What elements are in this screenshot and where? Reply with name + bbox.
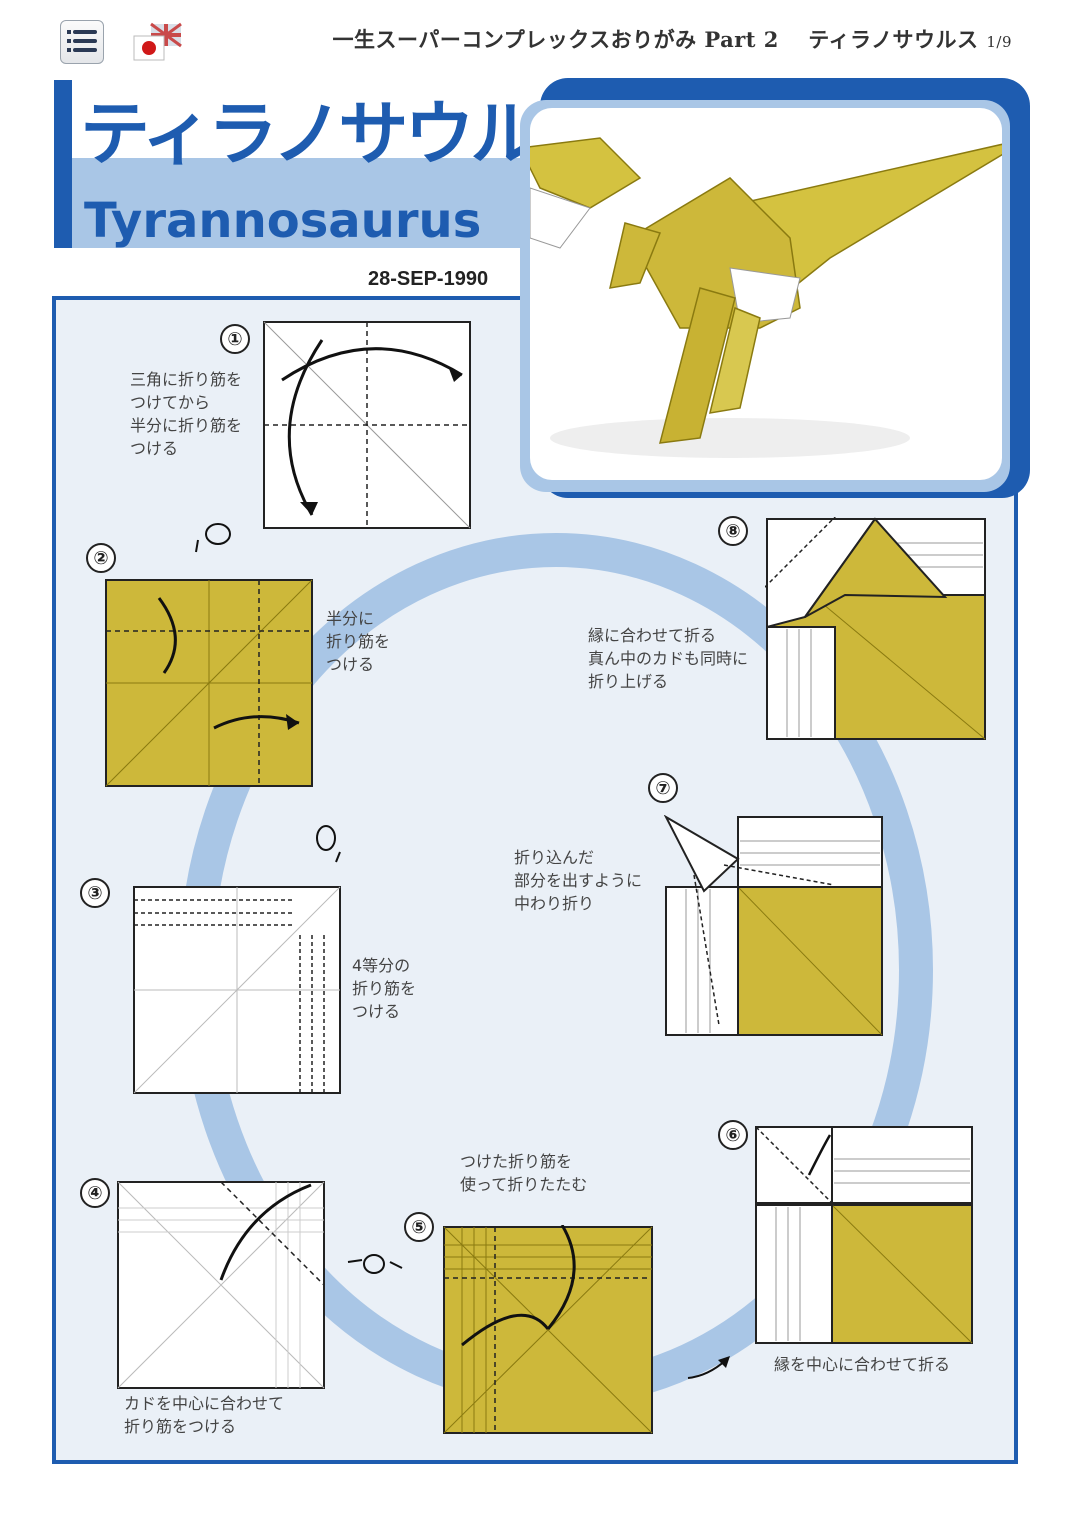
title-japanese: ティラノサウルス <box>80 93 606 175</box>
page-header-title: 一生スーパーコンプレックスおりがみ Part 2 ティラノサウルス 1/9 <box>333 24 1012 54</box>
step-8-diagram <box>765 517 986 740</box>
header-title-text: 一生スーパーコンプレックスおりがみ Part 2 ティラノサウルス <box>332 27 979 52</box>
tyrannosaurus-photo <box>530 108 1002 480</box>
step-8-text: 縁に合わせて折る 真ん中のカドも同時に 折り上げる <box>588 626 749 691</box>
step-4-number: ④ <box>80 1178 110 1208</box>
turn-over-icon <box>195 523 231 553</box>
step-2-text: 半分に 折り筋を つける <box>326 609 391 674</box>
title-band <box>72 158 542 248</box>
title-english: Tyrannosaurus <box>84 193 482 249</box>
step-3-diagram <box>133 886 341 1094</box>
step-5-diagram <box>443 1225 653 1434</box>
step-5-number: ⑤ <box>404 1212 434 1242</box>
step-3-number: ③ <box>80 878 110 908</box>
japan-uk-flag-icon[interactable] <box>133 22 183 64</box>
step-1-diagram <box>263 321 471 529</box>
step-7-diagram <box>664 815 883 1036</box>
step-4-text: カドを中心に合わせて 折り筋をつける <box>124 1394 285 1436</box>
step-6-number: ⑥ <box>718 1120 748 1150</box>
menu-button[interactable] <box>60 20 104 64</box>
step-6-diagram <box>755 1126 973 1344</box>
title-date: 28-SEP-1990 <box>368 268 489 290</box>
step-3-text: 4等分の 折り筋を つける <box>352 956 417 1021</box>
menu-icon <box>73 30 97 34</box>
step-2-diagram <box>105 579 313 787</box>
step-2-number: ② <box>86 543 116 573</box>
step-1-number: ① <box>220 324 250 354</box>
step-5-text: つけた折り筋を 使って折りたたむ <box>460 1152 588 1194</box>
step-8-number: ⑧ <box>718 516 748 546</box>
flow-arrow-icon <box>687 1356 730 1379</box>
turn-over-icon-2 <box>316 825 341 863</box>
page-number: 1/9 <box>986 33 1012 51</box>
step-7-number: ⑦ <box>648 773 678 803</box>
step-6-text: 縁を中心に合わせて折る <box>774 1355 951 1374</box>
step-1-text: 三角に折り筋を つけてから 半分に折り筋を つける <box>130 370 243 458</box>
step-7-text: 折り込んだ 部分を出すように 中わり折り <box>514 848 643 913</box>
turn-over-icon-3 <box>347 1254 403 1274</box>
step-4-diagram <box>117 1181 325 1389</box>
title-accent-bar <box>54 80 72 248</box>
